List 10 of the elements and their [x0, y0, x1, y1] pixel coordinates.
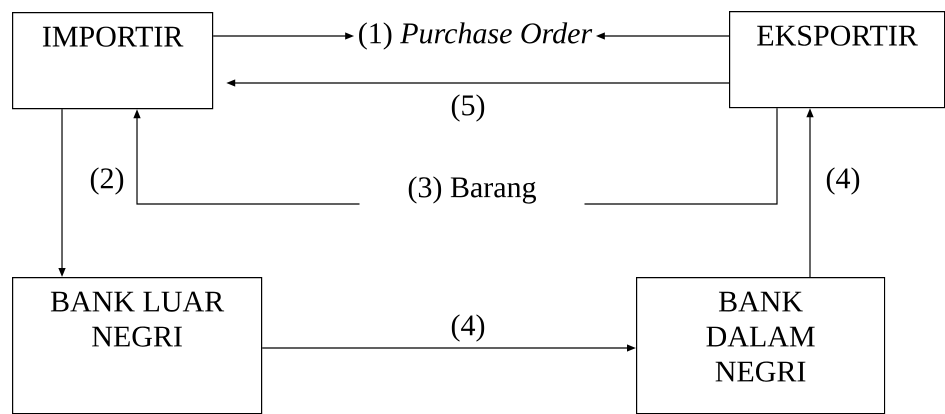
- edge-label: (4): [450, 313, 486, 343]
- process-box: IMPORTIR: [12, 12, 214, 110]
- text-label: (1) Purchase Order: [359, 22, 592, 50]
- edge-label: (5): [450, 93, 486, 123]
- process-box: BANK DALAM NEGRI: [636, 276, 886, 414]
- process-box: BANK LUAR NEGRI: [12, 276, 262, 414]
- edge-label: (3) Barang: [360, 172, 584, 208]
- edge-label: (2): [88, 166, 126, 196]
- edge-label: (4): [824, 166, 862, 196]
- process-box: EKSPORTIR: [729, 11, 945, 108]
